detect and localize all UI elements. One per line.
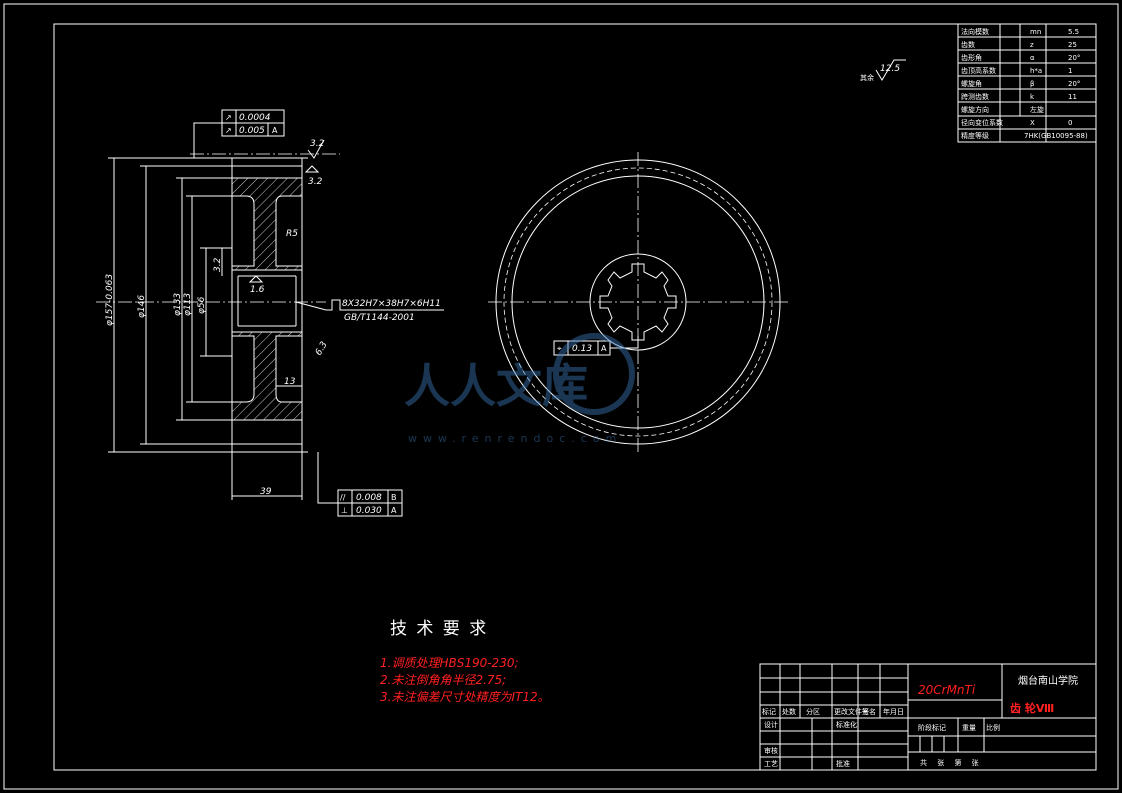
param-sym-3: h*a [1030, 67, 1042, 75]
dim-d157: φ157-0.063 [105, 274, 115, 326]
param-val-6: 左旋 [1030, 105, 1044, 114]
param-sym-4: β [1030, 80, 1034, 88]
param-val-7: 0 [1068, 119, 1072, 127]
tech-item-2: 2.未注倒角角半径2.75; [380, 673, 506, 687]
dim-d133: φ133 [173, 293, 183, 316]
gear-parameter-table: 法向模数 mn 5.5 齿数 z 25 齿形角 α 20° 齿顶高系数 h*a … [957, 23, 1097, 143]
tb-part-name: 齿 轮Ⅷ [1010, 701, 1054, 715]
tb-scale: 比例 [986, 723, 1000, 732]
rough-top-2: 3.2 [308, 177, 323, 187]
dim-spline-std: GB/T1144-2001 [344, 313, 415, 323]
tol-spline-sym: ⌖ [557, 344, 562, 353]
param-val-8: 7HK(GB10095-88) [1024, 132, 1088, 140]
tol-bottom-val-1: 0.030 [356, 506, 382, 516]
tolerance-frame-top: ↗ 0.0004 ↗ 0.005 A [193, 109, 285, 158]
tb-check: 审核 [764, 746, 778, 755]
param-val-0: 5.5 [1068, 28, 1079, 36]
technical-requirements: 技 术 要 求 1.调质处理HBS190-230; 2.未注倒角角半径2.75;… [380, 619, 550, 704]
rough-bore: 1.6 [250, 285, 265, 295]
param-val-4: 20° [1068, 80, 1080, 88]
param-sym-7: X [1030, 119, 1035, 127]
dim-r5: R5 [286, 229, 298, 239]
tol-spline-ref: A [601, 344, 607, 353]
dim-d56: φ56 [197, 296, 207, 314]
param-val-2: 20° [1068, 54, 1080, 62]
dim-spline: 8X32H7×38H7×6H11 [342, 299, 441, 309]
title-block: 标记 处数 分区 更改文件号 签名 年月日 设计 标准化 审核 工艺 批准 阶段… [759, 663, 1097, 771]
tb-sheets: 共 张 第 张 [920, 758, 983, 767]
param-val-5: 11 [1068, 93, 1077, 101]
tol-bottom-sym-1: ⊥ [341, 506, 348, 515]
rough-side: 6.3 [314, 340, 330, 358]
tech-item-3: 3.未注偏差尺寸处精度为IT12。 [380, 690, 550, 704]
tb-process: 工艺 [764, 760, 778, 768]
section-view: φ157-0.063 φ146 φ133 φ113 φ56 39 13 R5 1… [96, 109, 444, 517]
roughness-prefix: 其余 [860, 73, 874, 82]
param-name-3: 齿顶高系数 [961, 66, 996, 75]
tb-hdr-1: 处数 [782, 707, 796, 716]
param-name-6: 螺旋方向 [961, 105, 989, 114]
param-name-0: 法向模数 [961, 27, 989, 36]
outer-frame [3, 3, 1119, 790]
param-sym-0: mn [1030, 28, 1041, 36]
watermark-text: 人人文库 [404, 359, 588, 413]
tech-title: 技 术 要 求 [390, 619, 488, 639]
param-name-1: 齿数 [961, 40, 975, 49]
tb-stage: 阶段标记 [918, 723, 946, 732]
param-sym-1: z [1030, 41, 1034, 49]
tb-standard: 标准化 [836, 720, 857, 729]
param-name-7: 径向变位系数 [961, 118, 1003, 127]
roughness-value: 12.5 [880, 64, 900, 74]
tb-design: 设计 [764, 720, 778, 729]
param-name-4: 螺旋角 [961, 79, 982, 88]
param-val-1: 25 [1068, 41, 1077, 49]
tol-bottom-ref-0: B [391, 493, 397, 502]
tol-top-val-1: 0.005 [239, 126, 265, 136]
dim-d146: φ146 [137, 295, 147, 318]
dim-39: 39 [260, 487, 272, 497]
tol-spline-val: 0.13 [572, 344, 592, 354]
param-name-8: 精度等级 [961, 131, 989, 140]
tol-bottom-sym-0: // [340, 493, 346, 502]
tb-hdr-0: 标记 [762, 707, 776, 716]
tb-school: 烟台南山学院 [1018, 674, 1078, 687]
watermark: 人人文库 www.renrendoc.com [404, 333, 635, 445]
inner-frame [53, 23, 1097, 771]
tb-hdr-5: 年月日 [883, 707, 904, 716]
tol-bottom-val-0: 0.008 [356, 493, 382, 503]
dim-d113: φ113 [183, 293, 193, 316]
tb-hdr-3: 更改文件号 [834, 707, 869, 716]
param-name-5: 跨测齿数 [961, 92, 989, 101]
front-view: ⌖ 0.13 A [488, 152, 788, 452]
tb-hdr-2: 分区 [806, 707, 820, 716]
tol-bottom-ref-1: A [391, 506, 397, 515]
tol-top-ref-1: A [272, 126, 278, 135]
rough-hub: 3.2 [213, 257, 223, 272]
watermark-url: www.renrendoc.com [408, 432, 622, 445]
param-name-2: 齿形角 [961, 53, 982, 62]
tol-top-sym-1: ↗ [225, 126, 232, 135]
tol-top-sym-0: ↗ [225, 113, 232, 122]
tb-approve: 批准 [836, 759, 850, 768]
rough-top-1: 3.2 [310, 139, 325, 149]
general-roughness-symbol: 其余 12.5 [860, 59, 906, 82]
param-sym-5: k [1030, 93, 1035, 101]
tb-hdr-4: 签名 [862, 707, 876, 716]
tolerance-frame-bottom: // 0.008 B ⊥ 0.030 A [317, 452, 403, 517]
dim-13: 13 [284, 377, 296, 387]
param-sym-2: α [1030, 54, 1035, 62]
param-val-3: 1 [1068, 67, 1072, 75]
tol-top-val-0: 0.0004 [239, 113, 271, 123]
tech-item-1: 1.调质处理HBS190-230; [380, 656, 519, 670]
tb-material: 20CrMnTi [918, 683, 976, 697]
tb-weight: 重量 [962, 724, 976, 732]
tolerance-frame-spline: ⌖ 0.13 A [553, 336, 639, 356]
